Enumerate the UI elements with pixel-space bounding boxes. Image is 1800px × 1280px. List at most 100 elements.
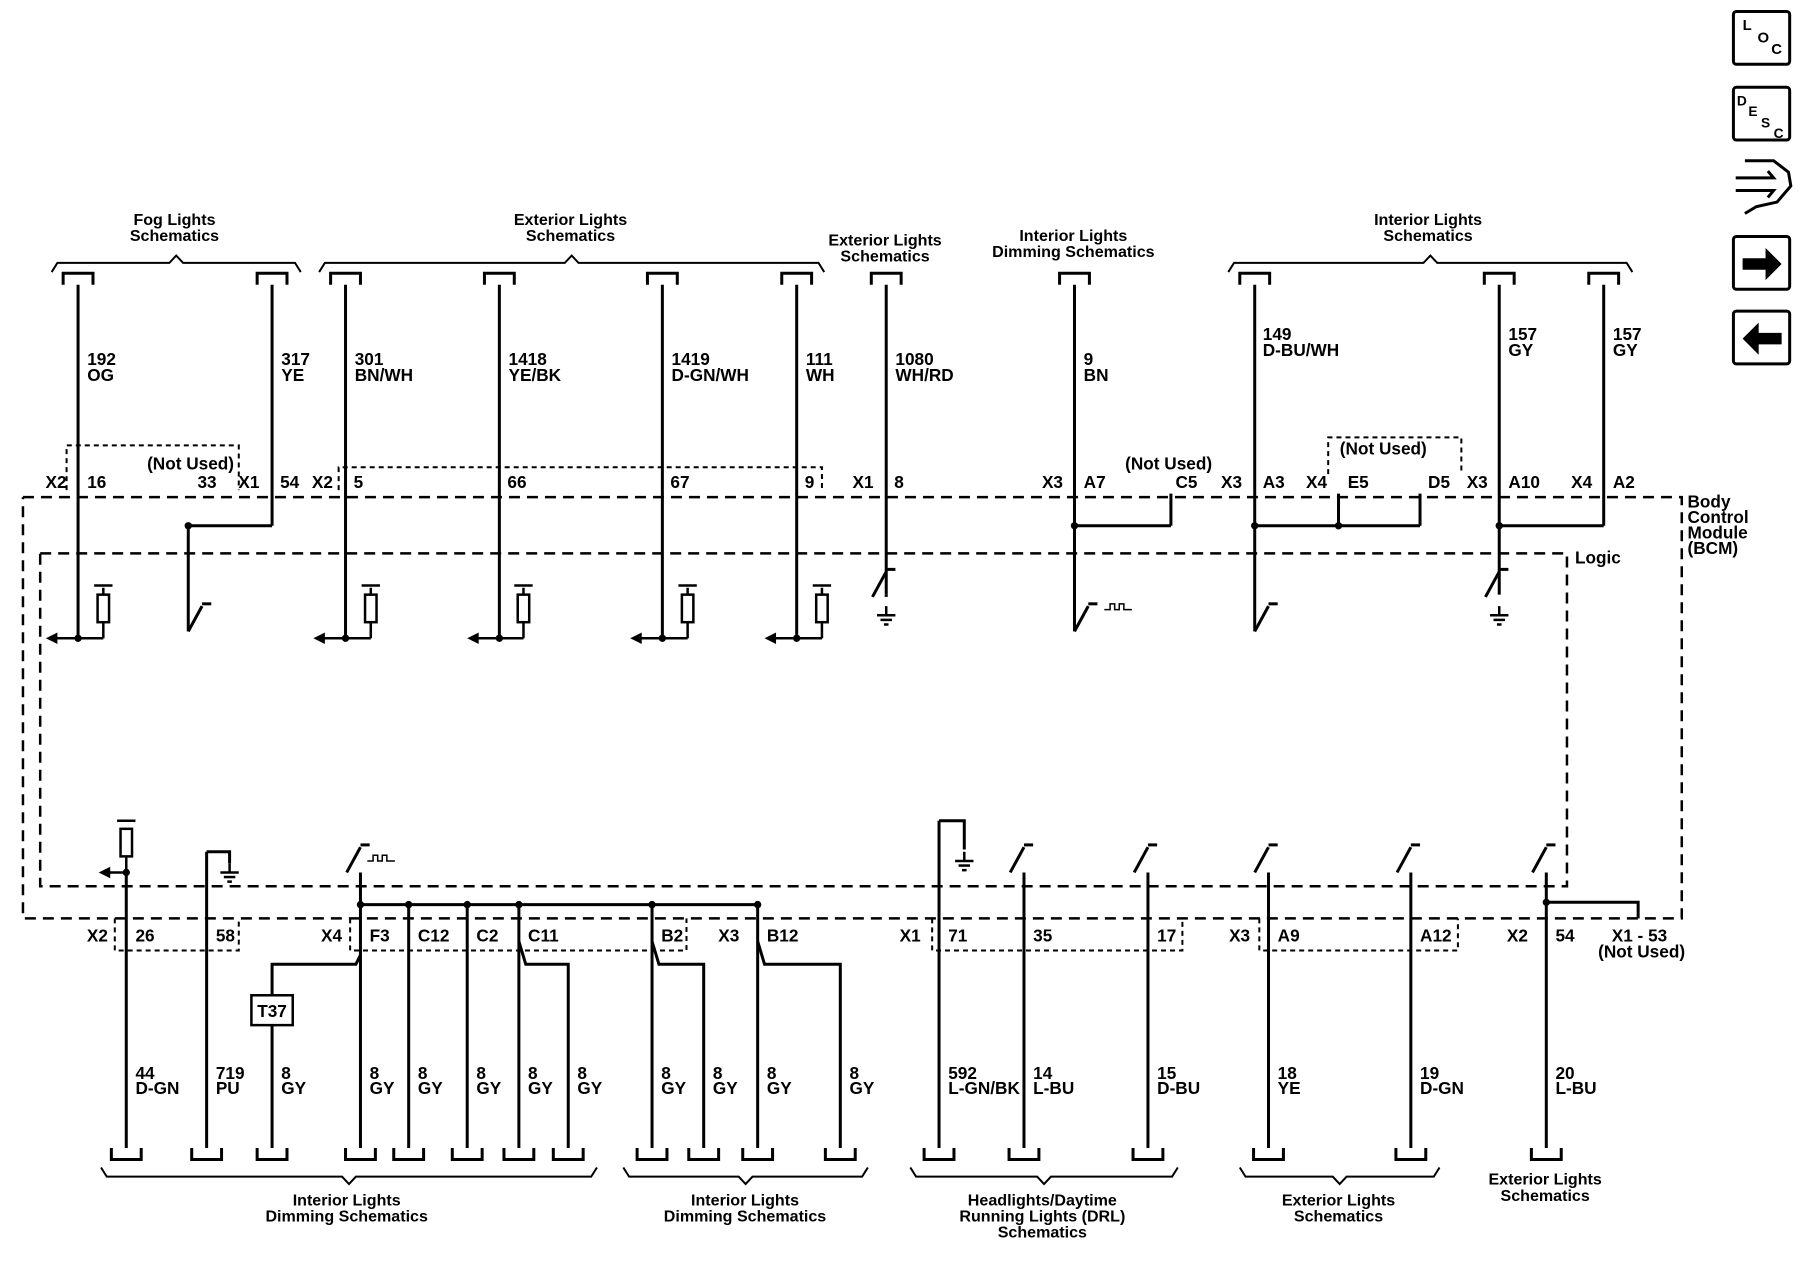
wire-color-code: L-GN/BK bbox=[948, 1078, 1020, 1098]
resistor bbox=[680, 593, 695, 624]
connector-box bbox=[65, 444, 240, 491]
arrow-right-icon bbox=[1742, 247, 1782, 281]
wire-circuit-number: 8 bbox=[577, 1063, 587, 1083]
connector-terminal bbox=[329, 271, 362, 285]
loc-button[interactable]: LOC bbox=[1731, 9, 1792, 66]
connector-terminal bbox=[344, 1147, 377, 1161]
splice-dot bbox=[793, 634, 801, 642]
arrow-left-icon bbox=[1742, 322, 1782, 355]
connector-terminal bbox=[645, 271, 679, 285]
switch-contact bbox=[871, 570, 888, 598]
splice-dot bbox=[495, 634, 504, 642]
connector-terminal bbox=[450, 1147, 484, 1161]
connector-terminal bbox=[61, 271, 95, 285]
wrench-body bbox=[1744, 159, 1793, 215]
bottom-header-label: Running Lights (DRL) bbox=[959, 1207, 1125, 1225]
wire-color-code: D-BU bbox=[1157, 1078, 1200, 1098]
top-header-label: Dimming Schematics bbox=[992, 243, 1155, 261]
pin-number: 54 bbox=[280, 472, 300, 492]
module-name-line: Control bbox=[1688, 507, 1749, 527]
splice-dot bbox=[74, 634, 82, 642]
top-header-label: Schematics bbox=[1383, 227, 1472, 245]
pin-number: 5 bbox=[354, 472, 364, 492]
wire-segment bbox=[756, 940, 842, 1148]
wire-circuit-number: 1418 bbox=[509, 349, 548, 369]
bcm-outer-boundary bbox=[21, 495, 1684, 920]
connector-terminal bbox=[823, 1147, 857, 1161]
switch-contact bbox=[345, 846, 362, 874]
wire-circuit-number: 192 bbox=[87, 349, 116, 369]
pin-number: 17 bbox=[1157, 925, 1176, 945]
bcm-logic-boundary bbox=[38, 552, 1569, 888]
not-used-label: (Not Used) bbox=[147, 454, 234, 474]
connector-terminal bbox=[255, 271, 289, 285]
connector-terminal bbox=[392, 1147, 426, 1161]
splice-dot bbox=[1542, 898, 1550, 906]
switch-contact bbox=[1132, 846, 1150, 874]
wire-circuit-number: 1419 bbox=[672, 349, 710, 369]
connector-id: X4 bbox=[1306, 472, 1327, 492]
wire-color-code: GY bbox=[1613, 340, 1638, 360]
wire-segment bbox=[270, 954, 362, 996]
splice-dot bbox=[648, 900, 656, 909]
connector-terminal bbox=[780, 271, 814, 285]
x1-53-label: X1 - 53 bbox=[1612, 925, 1667, 945]
wire-circuit-number: 20 bbox=[1555, 1063, 1574, 1083]
next-button[interactable] bbox=[1731, 234, 1792, 291]
wire-circuit-number: 157 bbox=[1508, 324, 1537, 344]
wire-circuit-number: 719 bbox=[216, 1063, 245, 1083]
pin-number: 26 bbox=[135, 925, 154, 945]
splice-dot bbox=[405, 900, 413, 909]
previous-button[interactable] bbox=[1731, 309, 1792, 366]
wire-circuit-number: 157 bbox=[1613, 324, 1642, 344]
loc-letter: L bbox=[1743, 17, 1752, 34]
wire-circuit-number: 15 bbox=[1157, 1063, 1177, 1083]
not-used-label: (Not Used) bbox=[1598, 941, 1685, 961]
pin-number: A2 bbox=[1613, 472, 1635, 492]
wire-segment bbox=[206, 850, 232, 864]
wire-color-code: D-GN/WH bbox=[672, 365, 749, 385]
pin-number: B12 bbox=[767, 925, 799, 945]
connector-id: X2 bbox=[87, 925, 108, 945]
module-name-line: (BCM) bbox=[1688, 538, 1739, 558]
connector-terminal bbox=[1058, 271, 1091, 285]
wire-circuit-number: 8 bbox=[849, 1063, 859, 1083]
pwm-symbol bbox=[367, 854, 395, 862]
pin-number: A3 bbox=[1263, 472, 1285, 492]
wire-color-code: PU bbox=[216, 1078, 240, 1098]
connector-box bbox=[113, 918, 240, 952]
resistor bbox=[516, 593, 531, 624]
wire-circuit-number: 8 bbox=[713, 1063, 723, 1083]
pin-number: 71 bbox=[948, 925, 968, 945]
bottom-header-label: Schematics bbox=[1501, 1187, 1590, 1205]
wire-color-code: GY bbox=[577, 1078, 602, 1098]
bottom-header-label: Schematics bbox=[998, 1224, 1087, 1242]
wire-color-code: GY bbox=[767, 1078, 792, 1098]
wire-color-code: D-BU/WH bbox=[1263, 340, 1339, 360]
wire-color-code: GY bbox=[476, 1078, 501, 1098]
wire-circuit-number: 8 bbox=[281, 1063, 291, 1083]
resistor bbox=[96, 593, 111, 624]
not-used-label: (Not Used) bbox=[1340, 439, 1427, 459]
connector-terminal bbox=[1238, 271, 1272, 285]
connector-id: X3 bbox=[1221, 472, 1242, 492]
harness-brace bbox=[318, 254, 826, 273]
wire-circuit-number: 8 bbox=[418, 1063, 428, 1083]
connector-id: X1 bbox=[853, 472, 874, 492]
wire-circuit-number: 317 bbox=[281, 349, 310, 369]
pin-number: B2 bbox=[661, 925, 683, 945]
connector-id: X4 bbox=[321, 925, 342, 945]
splice-dot bbox=[341, 634, 350, 642]
switch-contact bbox=[186, 605, 204, 633]
pin-number: F3 bbox=[370, 925, 390, 945]
pin-number: C12 bbox=[418, 925, 450, 945]
wrench-diagnostic-icon[interactable] bbox=[1735, 159, 1793, 215]
wire-segment bbox=[517, 940, 570, 1148]
wire-segment bbox=[939, 819, 966, 850]
harness-brace bbox=[1238, 1166, 1441, 1186]
wire-color-code: GY bbox=[713, 1078, 738, 1098]
wire-color-code: GY bbox=[1508, 340, 1533, 360]
